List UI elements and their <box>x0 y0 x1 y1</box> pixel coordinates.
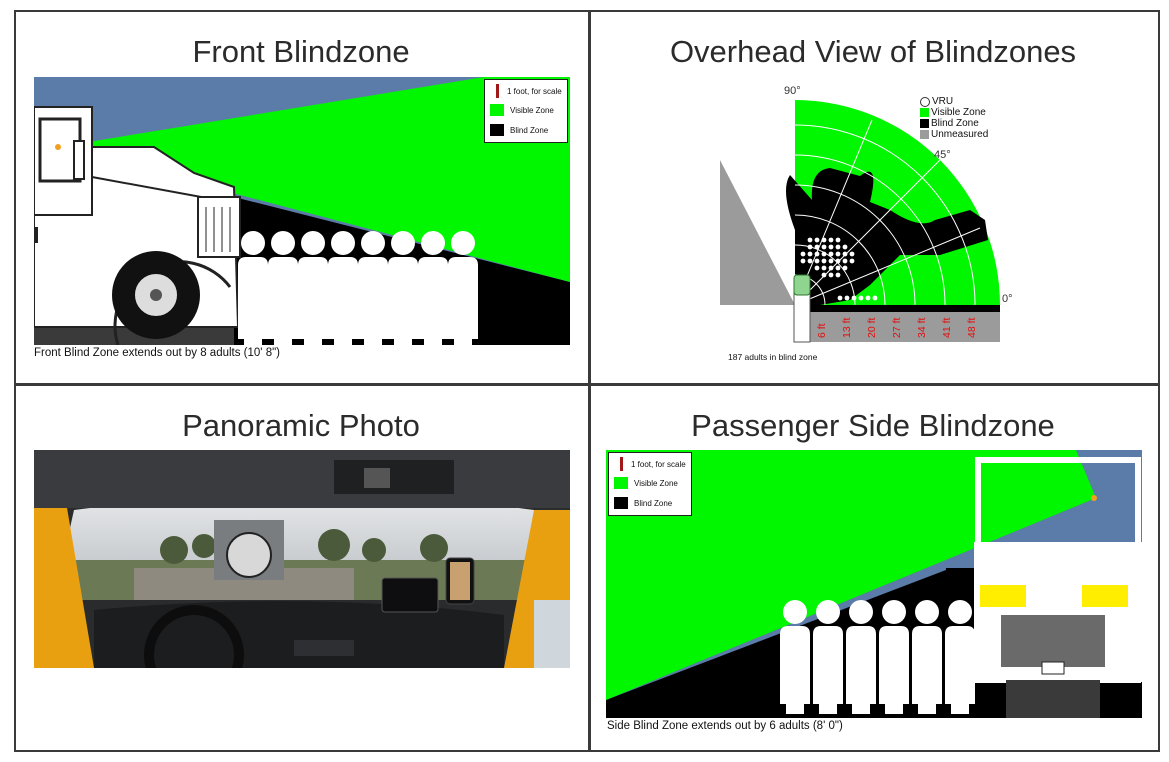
front-panel-title: Front Blindzone <box>192 34 410 69</box>
legend-visible-label: Visible Zone <box>634 478 678 488</box>
distance-label: 6 ft <box>816 323 828 338</box>
grille <box>1001 615 1105 667</box>
side-legend: 1 foot, for scale Visible Zone Blind Zon… <box>608 452 692 516</box>
blind-zone-swatch <box>614 497 628 509</box>
legend-blind-label: Blind Zone <box>634 498 673 508</box>
front-caption: Front Blind Zone extends out by 8 adults… <box>34 347 280 359</box>
blind-zone-swatch <box>490 124 504 136</box>
adult-silhouette <box>298 231 328 345</box>
distance-label: 34 ft <box>916 317 928 338</box>
grid-divider-vertical <box>588 12 591 750</box>
side-blindzone-svg <box>606 450 1142 718</box>
overhead-polar-svg: 6 ft 13 ft 20 ft 27 ft 34 ft 41 ft 48 ft… <box>720 85 1013 343</box>
distance-label: 48 ft <box>966 317 978 338</box>
overhead-caption: 187 adults in blind zone <box>728 352 818 362</box>
adult-silhouette <box>945 600 975 714</box>
adult-silhouette <box>846 600 876 714</box>
dash-display <box>381 577 439 613</box>
overhead-distance-labels: 6 ft 13 ft 20 ft 27 ft 34 ft 41 ft 48 ft <box>816 317 978 338</box>
front-adult-silhouettes <box>238 231 478 345</box>
legend-blind-label: Blind Zone <box>510 125 549 135</box>
adult-silhouette <box>813 600 843 714</box>
panoramic-photo <box>34 450 570 668</box>
distance-label: 13 ft <box>841 317 853 338</box>
overhead-legend: VRU Visible Zone Blind Zone Unmeasured <box>920 96 988 140</box>
panoramic-photo-svg <box>34 450 570 668</box>
front-blindzone-svg <box>34 77 570 345</box>
scale-bar-icon <box>620 457 623 471</box>
truck-side-view <box>34 106 241 345</box>
cab-ceiling <box>34 450 570 508</box>
side-blindzone-diagram: 1 foot, for scale Visible Zone Blind Zon… <box>606 450 1142 718</box>
adult-silhouette <box>268 231 298 345</box>
overhead-unmeasured-left <box>720 160 795 305</box>
legend-scale-label: 1 foot, for scale <box>507 86 562 96</box>
adult-silhouette <box>328 231 358 345</box>
adult-silhouette <box>879 600 909 714</box>
truck-front-view <box>974 457 1142 718</box>
overhead-panel-title: Overhead View of Blindzones <box>669 34 1077 69</box>
overhead-truck-icon <box>793 274 811 343</box>
adult-silhouette <box>358 231 388 345</box>
left-a-pillar <box>34 490 94 668</box>
legend-visible-label: Visible Zone <box>510 105 554 115</box>
figure-grid <box>14 10 1160 752</box>
angle-label-45: 45° <box>934 149 951 161</box>
overhead-unmeasured-bottom <box>795 305 1000 342</box>
front-blindzone-diagram: 1 foot, for scale Visible Zone Blind Zon… <box>34 77 570 345</box>
angle-label-90: 90° <box>784 85 801 97</box>
dashboard <box>94 601 504 668</box>
overhead-unmeasured-swatch <box>920 130 929 139</box>
grid-divider-horizontal <box>16 383 1158 386</box>
distance-label: 20 ft <box>866 317 878 338</box>
overhead-blind-swatch <box>920 119 929 128</box>
vru-circle-icon <box>920 96 930 107</box>
front-legend: 1 foot, for scale Visible Zone Blind Zon… <box>484 79 568 143</box>
visible-zone-swatch <box>490 104 504 116</box>
overhead-blind-zone <box>786 168 988 305</box>
right-headlight <box>1082 585 1128 607</box>
front-visible-zone-area <box>58 77 570 282</box>
legend-scale-label: 1 foot, for scale <box>631 459 686 469</box>
side-adult-silhouettes <box>780 600 975 714</box>
overhead-legend-visible: Visible Zone <box>931 107 986 118</box>
overhead-vru-dots <box>800 237 878 301</box>
adult-silhouette <box>780 600 810 714</box>
adult-silhouette <box>448 231 478 345</box>
distance-label: 41 ft <box>941 317 953 338</box>
steering-wheel <box>144 605 244 668</box>
adult-silhouette <box>238 231 268 345</box>
adult-silhouette <box>912 600 942 714</box>
left-headlight <box>980 585 1026 607</box>
overhead-range-rings <box>794 119 981 306</box>
overhead-legend-blind: Blind Zone <box>931 118 979 129</box>
adult-silhouette <box>418 231 448 345</box>
adult-silhouette <box>388 231 418 345</box>
angle-label-0: 0° <box>1002 293 1013 305</box>
side-visible-zone-area <box>606 450 1096 700</box>
overhead-visible-swatch <box>920 108 929 117</box>
overhead-legend-unmeasured: Unmeasured <box>931 129 989 140</box>
photo-panel-title: Panoramic Photo <box>182 408 420 443</box>
overhead-legend-vru: VRU <box>932 96 954 107</box>
visible-zone-swatch <box>614 477 628 489</box>
scale-bar-icon <box>496 84 499 98</box>
side-panel-title: Passenger Side Blindzone <box>691 408 1055 443</box>
distance-label: 27 ft <box>891 317 903 338</box>
overhead-blindzone-diagram: 6 ft 13 ft 20 ft 27 ft 34 ft 41 ft 48 ft… <box>720 80 1050 370</box>
side-caption: Side Blind Zone extends out by 6 adults … <box>607 720 843 732</box>
